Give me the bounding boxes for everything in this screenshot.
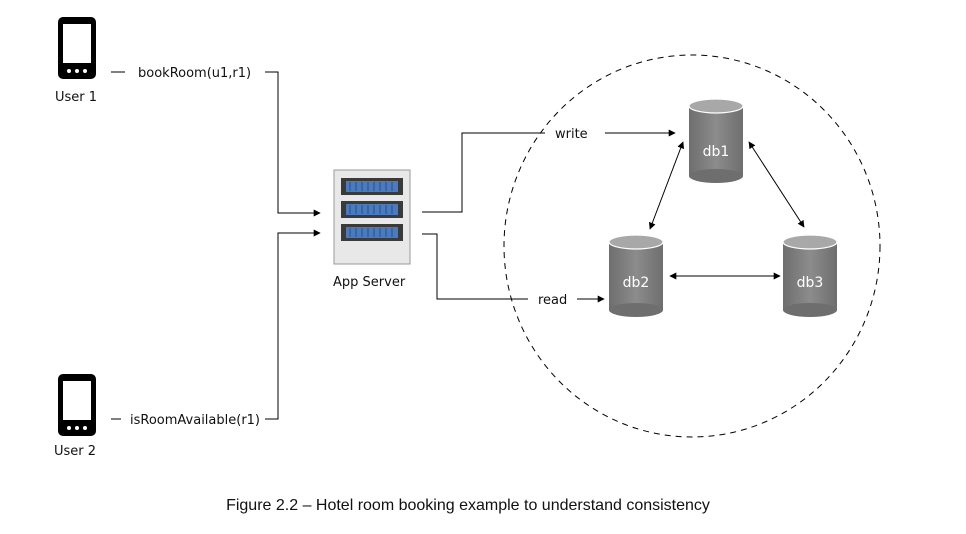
db2-label: db2	[623, 275, 650, 291]
read-arrow	[422, 233, 528, 300]
user1-request-arrow	[265, 71, 321, 217]
app-server-icon	[333, 169, 411, 265]
replication-cluster-boundary	[503, 54, 881, 438]
user2-call-label: isRoomAvailable(r1)	[130, 413, 260, 428]
write-label: write	[555, 127, 588, 142]
user1-phone-icon	[58, 17, 96, 79]
db1-db3-replication-arrow	[748, 141, 805, 228]
db2-cylinder-icon	[608, 234, 664, 317]
db1-cylinder-icon	[688, 98, 744, 183]
read-label: read	[538, 293, 567, 308]
user2-phone-icon	[58, 374, 96, 436]
write-arrow	[422, 132, 545, 213]
user2-request-arrow	[265, 229, 321, 420]
db3-label: db3	[797, 275, 824, 291]
user2-label: User 2	[54, 444, 96, 459]
db1-db2-replication-arrow	[648, 141, 685, 230]
db1-label: db1	[703, 144, 730, 160]
user1-label: User 1	[55, 90, 97, 105]
app-server-label: App Server	[333, 275, 406, 290]
user1-call-label: bookRoom(u1,r1)	[138, 66, 251, 81]
figure-caption: Figure 2.2 – Hotel room booking example …	[226, 497, 710, 514]
db3-cylinder-icon	[782, 234, 838, 317]
